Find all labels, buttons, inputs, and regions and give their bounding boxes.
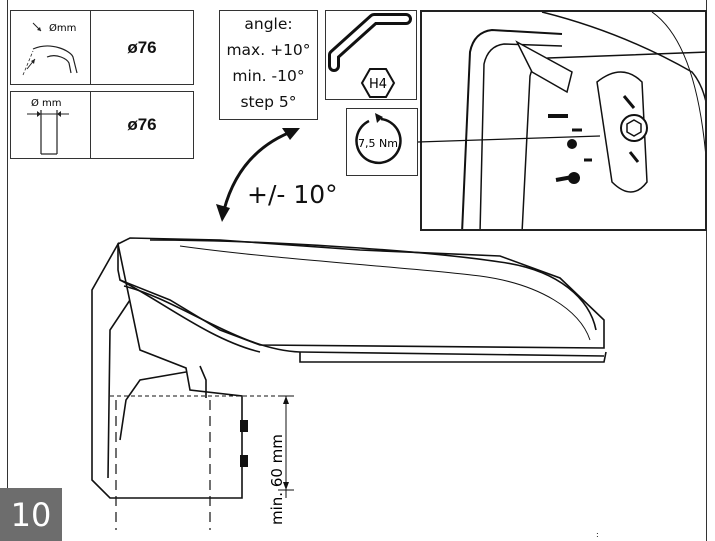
luminaire-body [91, 237, 607, 499]
step-number-badge: 10 [0, 488, 62, 541]
angle-spec-line: min. -10° [232, 67, 305, 85]
insertion-depth-label: min. 60 mm [268, 434, 286, 525]
angle-spec-box: angle: max. +10° min. -10° step 5° [219, 10, 318, 120]
rotation-arrow-icon [222, 128, 297, 211]
spec-box-post-top: Ø mm ø76 [10, 91, 194, 159]
torque-arrow-icon [355, 117, 402, 165]
torque-box: 7,5 Nm [346, 108, 418, 176]
post-top-diameter-value: ø76 [127, 115, 157, 134]
hex-key-size-label: H4 [369, 77, 387, 92]
hex-key-box: H4 [325, 10, 417, 100]
angle-spec-line: step 5° [240, 93, 297, 111]
angle-spec-line: angle: [244, 15, 293, 33]
rotation-range-label: +/- 10° [247, 180, 338, 209]
torque-value-label: 7,5 Nm [358, 137, 398, 150]
torque-leader-line [417, 135, 601, 143]
angle-spec-line: max. +10° [226, 41, 311, 59]
side-entry-diameter-label: Ømm [49, 22, 76, 34]
post-top-diameter-label: Ø mm [31, 97, 62, 109]
hex-size-icon [360, 68, 396, 98]
page-frame [7, 0, 707, 541]
side-entry-pipe-pictogram: Ømm [11, 11, 91, 84]
side-entry-diameter-value: ø76 [127, 37, 157, 57]
post-top-pipe-pictogram: Ø mm [11, 92, 91, 158]
page-mark: : [596, 530, 599, 539]
detail-inset [420, 10, 707, 231]
spec-box-side-entry: Ømm ø76 [10, 10, 194, 85]
